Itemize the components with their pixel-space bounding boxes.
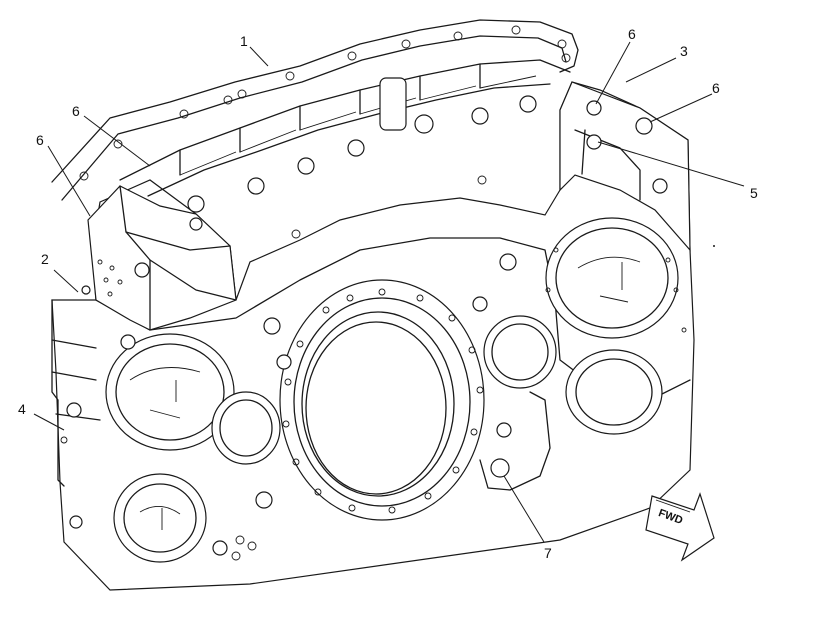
callout-1: 1 xyxy=(240,33,248,49)
main-crank-bore xyxy=(279,279,485,521)
callout-6-left: 6 xyxy=(36,132,44,148)
callout-6-upper-left: 6 xyxy=(72,103,80,119)
deck-crossbars xyxy=(187,77,537,213)
callout-6-top: 6 xyxy=(628,26,636,42)
fwd-arrow: FWD xyxy=(645,492,715,562)
callout-6-right: 6 xyxy=(712,80,720,96)
plugs-and-bolts xyxy=(81,100,668,556)
callout-7: 7 xyxy=(544,545,552,561)
lower-bracket xyxy=(479,391,551,491)
callout-5: 5 xyxy=(750,185,758,201)
face-detail-holes xyxy=(97,175,687,561)
top-gasket xyxy=(51,19,579,201)
left-bores xyxy=(105,333,281,563)
callout-3: 3 xyxy=(680,43,688,59)
bore-bolt-circle xyxy=(282,288,484,514)
callout-4: 4 xyxy=(18,401,26,417)
stray-mark xyxy=(713,245,715,247)
callout-2: 2 xyxy=(41,251,49,267)
right-bores xyxy=(483,217,679,435)
leader-lines xyxy=(33,41,745,543)
gasket-bolt-holes xyxy=(79,25,571,181)
